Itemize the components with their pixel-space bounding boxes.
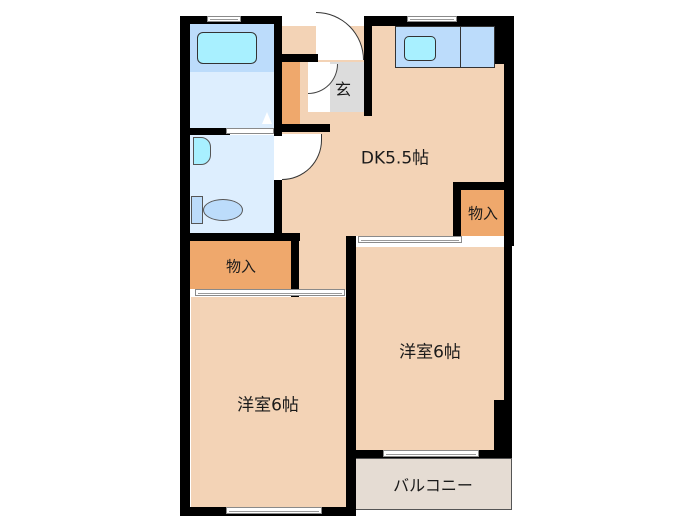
toilet-bowl-icon: [203, 199, 243, 221]
western-room-left-label: 洋室6帖: [237, 395, 299, 416]
storage-left: [190, 241, 291, 289]
wall: [274, 16, 282, 136]
western-room-left: [191, 297, 346, 507]
wall: [180, 128, 230, 135]
balcony-window[interactable]: [383, 450, 479, 457]
window: [407, 16, 457, 22]
wall: [180, 233, 300, 241]
wall: [494, 400, 512, 458]
wall: [180, 16, 190, 516]
storage-right: [461, 190, 504, 236]
wall: [346, 236, 356, 516]
wall: [453, 182, 461, 240]
door-opening: [226, 128, 274, 134]
dk-label: DK5.5帖: [360, 148, 430, 169]
sliding-door[interactable]: [195, 289, 345, 296]
vent-icon: [262, 112, 272, 124]
sliding-door[interactable]: [358, 236, 462, 243]
wall: [274, 124, 330, 132]
toilet-tank-icon: [191, 196, 203, 224]
wall: [453, 182, 511, 190]
wall: [274, 180, 282, 240]
wall: [364, 16, 372, 116]
wall: [495, 26, 509, 64]
front-door-swing: [316, 12, 364, 60]
bathtub-icon: [197, 32, 257, 64]
sink-icon: [193, 137, 211, 165]
wall: [274, 54, 318, 62]
kitchen-counter-divider: [460, 26, 461, 68]
storage-right-label: 物入: [467, 204, 499, 223]
western-room-right: [356, 247, 504, 450]
western-room-right-label: 洋室6帖: [399, 342, 461, 363]
entrance-label: 玄: [334, 80, 352, 99]
window: [226, 507, 322, 514]
dk-room-lower: [298, 236, 350, 290]
kitchen-sink-icon: [404, 36, 436, 61]
wall: [504, 240, 512, 458]
wall: [504, 16, 514, 246]
storage-left-label: 物入: [225, 257, 257, 276]
balcony-label: バルコニー: [393, 476, 473, 495]
wall: [291, 233, 299, 297]
shoe-storage: [282, 62, 300, 126]
window: [207, 16, 241, 22]
